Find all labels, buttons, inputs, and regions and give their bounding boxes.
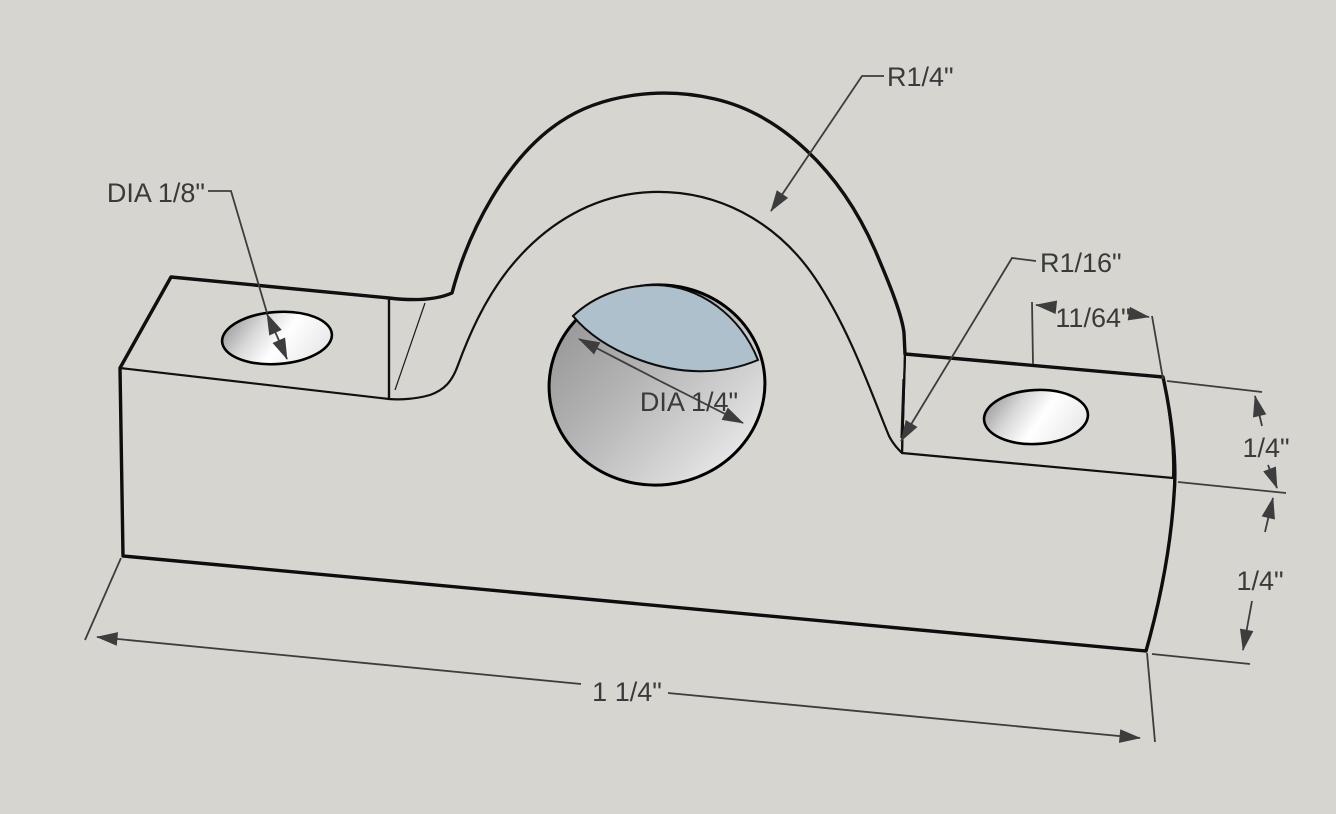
center-hole-back-face [571,283,760,373]
dim-overall-length: 1 1/4" [84,557,1156,743]
dim-length-arrow-left [96,632,582,685]
dim-overall-length-label: 1 1/4" [592,677,662,707]
dim-lower-arrow-up [1261,497,1275,533]
part-model [118,91,1177,653]
dim-lower-arrow-down [1239,600,1254,651]
dim-upper-ext-top [1166,380,1263,393]
dim-center-hole-label: DIA 1/4" [640,387,738,417]
arch-outer-surface [387,92,907,455]
dim-length-ext-right [1146,652,1156,743]
dim-offset-ext-left [1031,301,1034,365]
dim-hole-edge-offset: 11/64" [1031,300,1164,380]
dim-offset-label: 11/64" [1055,303,1130,333]
right-ear-top-face [900,352,1175,480]
dim-upper-ext-bottom [1177,481,1287,494]
dim-center-hole-diameter: DIA 1/4" [578,338,744,424]
dim-arch-radius: R1/4" [770,62,954,212]
dim-fillet-label: R1/16" [1040,248,1122,278]
dim-lower-height-label: 1/4" [1236,566,1283,596]
dim-upper-height: 1/4" [1166,380,1290,494]
dim-offset-arrow-right [1127,306,1150,321]
dim-left-hole-label: DIA 1/8" [107,178,205,208]
dim-length-ext-left [84,557,122,641]
dim-center-hole-arrow-downright [659,380,744,424]
dim-lower-ext-bottom [1151,653,1251,665]
dim-length-arrow-right [667,692,1141,743]
dim-upper-height-label: 1/4" [1242,433,1289,463]
dim-lower-height: 1/4" [1151,497,1284,665]
dim-arch-radius-leader [770,75,884,212]
dim-fillet-leader [900,257,1037,442]
dim-offset-arrow-left [1035,300,1058,315]
dim-upper-arrow-up [1253,395,1267,427]
dim-left-hole-diameter: DIA 1/8" [107,178,288,360]
dim-left-hole-leader [208,190,268,314]
dim-left-hole-arrow-up [266,313,282,337]
dim-left-hole-arrow-down [272,335,288,360]
right-hole [982,388,1090,446]
dim-arch-radius-label: R1/4" [887,62,954,92]
dim-fillet-radius: R1/16" [900,248,1122,442]
tangent-edge-left [394,302,426,391]
dim-center-hole-arrow-upleft [578,338,661,382]
left-ear-top-face [118,275,391,401]
dim-offset-ext-right [1151,315,1164,380]
dim-upper-arrow-down [1263,464,1278,489]
